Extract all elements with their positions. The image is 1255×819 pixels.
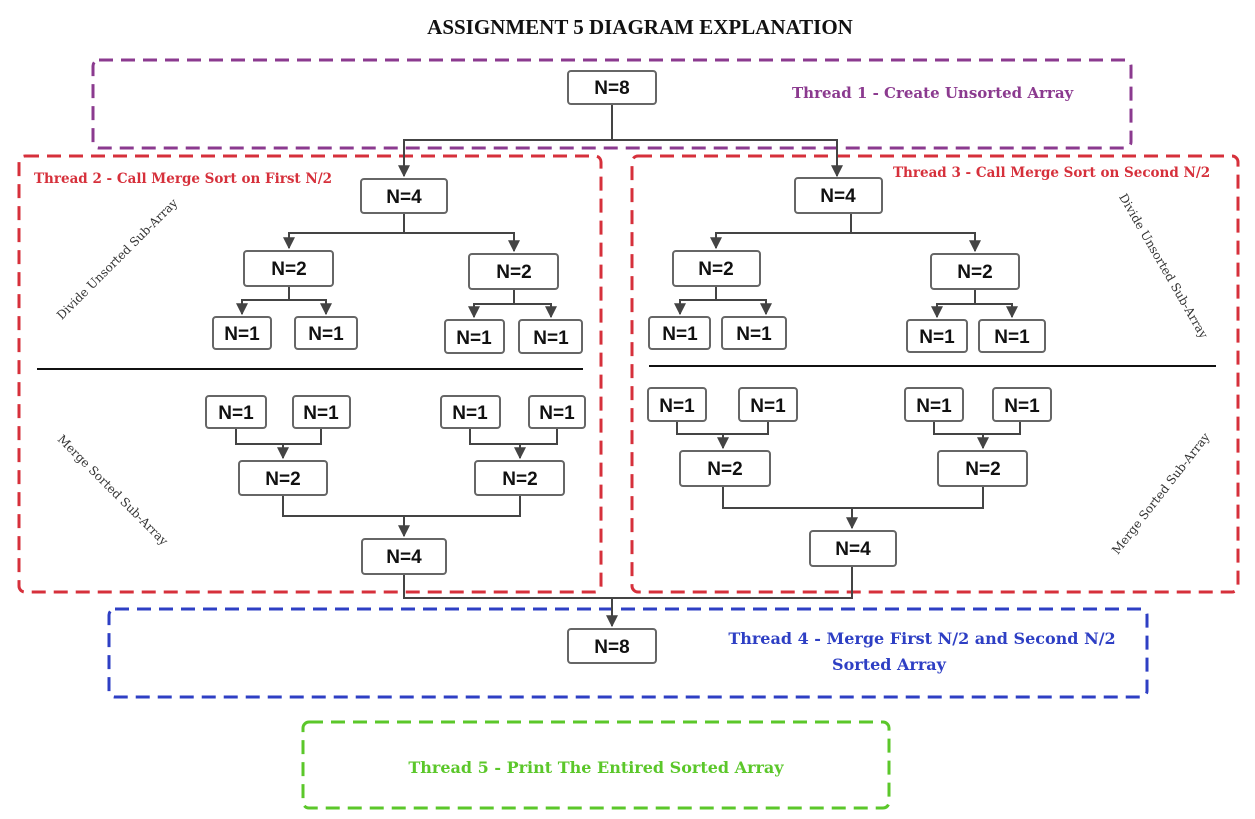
node-right-merge-n2-a: N=2 xyxy=(679,450,771,487)
node-final-label: N=8 xyxy=(594,637,629,658)
node-left-n1-b-label: N=1 xyxy=(308,324,344,345)
thread2-label: Thread 2 - Call Merge Sort on First N/2 xyxy=(34,171,332,187)
node-right-merge-n2-a-label: N=2 xyxy=(707,459,742,480)
node-root: N=8 xyxy=(567,70,657,105)
node-right-merge-n1-c-label: N=1 xyxy=(916,396,952,417)
node-right-n1-d-label: N=1 xyxy=(994,327,1030,348)
node-right-merge-n1-a: N=1 xyxy=(647,387,707,422)
thread2-box xyxy=(17,154,603,594)
node-left-merge-n1-b-label: N=1 xyxy=(303,403,339,424)
node-left-merge-n2-a: N=2 xyxy=(238,460,328,496)
connectors xyxy=(235,104,1021,628)
thread1-box xyxy=(91,58,1133,150)
node-left-merge-n1-c: N=1 xyxy=(440,395,501,429)
node-right-n4-label: N=4 xyxy=(820,186,856,207)
thread5-label: Thread 5 - Print The Entired Sorted Arra… xyxy=(408,758,784,777)
node-left-merge-n1-b: N=1 xyxy=(292,395,351,429)
divide-label-right: Divide Unsorted Sub-Array xyxy=(1116,191,1211,341)
node-left-merge-n1-c-label: N=1 xyxy=(452,403,488,424)
node-left-n1-b: N=1 xyxy=(294,316,358,350)
node-left-merge-n4-label: N=4 xyxy=(386,547,422,568)
node-right-n2-b: N=2 xyxy=(930,253,1020,290)
node-right-n1-c-label: N=1 xyxy=(919,327,955,348)
node-final: N=8 xyxy=(567,628,657,664)
thread4-label-line2: Sorted Array xyxy=(832,655,947,674)
node-left-merge-n2-b: N=2 xyxy=(474,460,565,496)
node-left-merge-n4: N=4 xyxy=(361,538,447,575)
node-left-n4-label: N=4 xyxy=(386,187,422,208)
node-right-n2-a: N=2 xyxy=(672,250,761,287)
node-left-n1-c-label: N=1 xyxy=(456,328,492,349)
node-left-merge-n2-b-label: N=2 xyxy=(502,469,537,490)
merge-label-right: Merge Sorted Sub-Array xyxy=(1109,430,1213,557)
node-left-merge-n1-a-label: N=1 xyxy=(218,403,254,424)
node-right-merge-n1-d: N=1 xyxy=(992,387,1052,422)
node-right-n1-a: N=1 xyxy=(648,316,711,350)
node-left-merge-n1-a: N=1 xyxy=(205,395,267,429)
thread4-label-line1: Thread 4 - Merge First N/2 and Second N/… xyxy=(728,629,1115,648)
thread1-label: Thread 1 - Create Unsorted Array xyxy=(792,84,1075,102)
node-left-n2-b: N=2 xyxy=(468,253,559,290)
thread4-box xyxy=(107,607,1149,699)
node-right-merge-n1-b-label: N=1 xyxy=(750,396,786,417)
node-right-n2-a-label: N=2 xyxy=(698,259,733,280)
node-left-merge-n2-a-label: N=2 xyxy=(265,469,300,490)
node-right-n1-d: N=1 xyxy=(978,319,1046,353)
diagram-title: ASSIGNMENT 5 DIAGRAM EXPLANATION xyxy=(427,15,853,39)
divide-label-left: Divide Unsorted Sub-Array xyxy=(54,196,181,323)
node-right-n1-a-label: N=1 xyxy=(662,324,698,345)
thread3-box xyxy=(630,154,1240,594)
node-right-merge-n1-b: N=1 xyxy=(738,387,798,422)
node-right-merge-n4: N=4 xyxy=(809,530,897,567)
node-right-n2-b-label: N=2 xyxy=(957,262,992,283)
thread5-box xyxy=(301,720,891,810)
node-left-n1-d: N=1 xyxy=(518,319,583,354)
node-left-n2-b-label: N=2 xyxy=(496,262,531,283)
node-left-n2-a-label: N=2 xyxy=(271,259,306,280)
node-left-merge-n1-d-label: N=1 xyxy=(539,403,575,424)
node-left-n1-a-label: N=1 xyxy=(224,324,260,345)
node-left-merge-n1-d: N=1 xyxy=(528,395,586,429)
node-root-label: N=8 xyxy=(594,78,629,99)
thread3-label: Thread 3 - Call Merge Sort on Second N/2 xyxy=(893,165,1210,181)
node-right-merge-n2-b-label: N=2 xyxy=(965,459,1000,480)
node-left-n2-a: N=2 xyxy=(243,250,334,287)
node-right-merge-n1-c: N=1 xyxy=(904,387,964,422)
node-left-n1-d-label: N=1 xyxy=(533,328,569,349)
node-right-n1-b: N=1 xyxy=(721,316,787,350)
node-right-merge-n1-d-label: N=1 xyxy=(1004,396,1040,417)
node-left-n1-a: N=1 xyxy=(212,316,272,350)
merge-label-left: Merge Sorted Sub-Array xyxy=(55,432,171,548)
node-left-n1-c: N=1 xyxy=(444,319,505,354)
node-right-merge-n1-a-label: N=1 xyxy=(659,396,695,417)
node-right-merge-n2-b: N=2 xyxy=(937,450,1028,487)
node-left-n4: N=4 xyxy=(360,178,448,214)
node-right-n4: N=4 xyxy=(794,177,883,214)
node-right-merge-n4-label: N=4 xyxy=(835,539,871,560)
node-right-n1-c: N=1 xyxy=(906,319,968,353)
node-right-n1-b-label: N=1 xyxy=(736,324,772,345)
